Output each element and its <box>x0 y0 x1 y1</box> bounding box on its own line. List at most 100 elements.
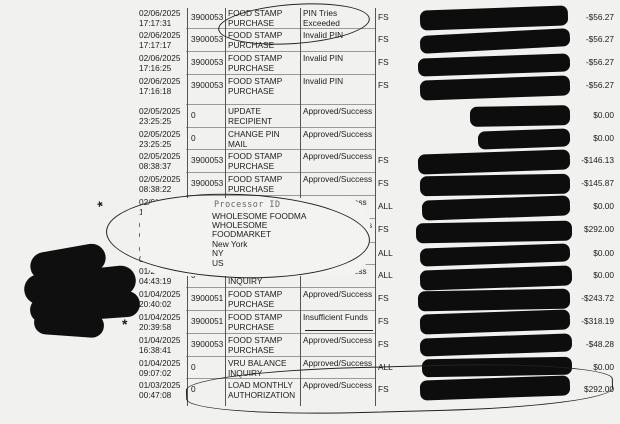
transaction-type: FOOD STAMP PURCHASE <box>228 8 283 28</box>
program-code: FS <box>378 57 389 67</box>
transaction-type: FOOD STAMP PURCHASE <box>228 312 283 332</box>
row-divider <box>186 310 376 311</box>
transaction-amount: -$56.27 <box>585 12 614 22</box>
transaction-date: 02/06/2025 17:16:25 <box>139 53 181 73</box>
table-row: 02/05/2025 23:25:25 0 UPDATE RECIPIENT Appr… <box>0 106 620 126</box>
transaction-type: FOOD STAMP PURCHASE <box>228 289 283 309</box>
transaction-status: Approved/Success <box>303 380 373 390</box>
transaction-amount: $0.00 <box>593 362 614 372</box>
terminal-id: 0 <box>191 384 196 394</box>
terminal-id: 3900053 <box>191 57 224 67</box>
program-code: ALL <box>378 270 393 280</box>
transaction-amount: -$145.87 <box>581 178 614 188</box>
transaction-date: 02/05/2025 08:38:37 <box>139 151 181 171</box>
transaction-status: Approved/Success <box>303 106 373 116</box>
transaction-amount: -$146.13 <box>581 155 614 165</box>
transaction-status: PIN Tries Exceeded <box>303 8 340 28</box>
program-code: FS <box>378 34 389 44</box>
transaction-amount: $292.00 <box>584 384 614 394</box>
merchant-name-line: FOODMARKET <box>212 229 272 239</box>
transaction-amount: $0.00 <box>593 133 614 143</box>
terminal-id: 3900051 <box>191 316 224 326</box>
terminal-id: 3900053 <box>191 178 224 188</box>
column-divider <box>375 8 376 406</box>
redaction-stroke <box>415 220 573 244</box>
terminal-id: 3900053 <box>191 12 224 22</box>
transaction-date: 01/03/2025 00:47:08 <box>139 380 181 400</box>
transaction-amount: $0.00 <box>593 270 614 280</box>
transaction-status: Invalid PIN <box>303 76 344 86</box>
table-row: 01/04/2025 20:40:02 3900051 FOOD STAMP PUR… <box>0 289 620 309</box>
transaction-type: FOOD STAMP PURCHASE <box>228 76 283 96</box>
redaction-stroke <box>419 265 573 291</box>
transaction-amount: -$318.19 <box>581 316 614 326</box>
program-code: FS <box>378 155 389 165</box>
transaction-type: UPDATE RECIPIENT <box>228 106 273 126</box>
transaction-type: INQUIRY <box>228 275 263 286</box>
transaction-status: Approved/Success <box>303 335 373 345</box>
redaction-stroke <box>419 173 571 197</box>
program-code: ALL <box>378 362 393 372</box>
transaction-amount: $292.00 <box>584 224 614 234</box>
transaction-type: FOOD STAMP PURCHASE <box>228 151 283 171</box>
transaction-type: FOOD STAMP PURCHASE <box>228 174 283 194</box>
transaction-status: Approved/Success <box>303 129 373 139</box>
transaction-amount: -$56.27 <box>585 80 614 90</box>
merchant-name-line: WHOLESOME <box>212 220 268 230</box>
terminal-id: 3900051 <box>191 293 224 303</box>
merchant-name-line: WHOLESOME FOODMA <box>212 211 307 221</box>
transaction-type: VRU BALANCE INQUIRY <box>228 358 287 378</box>
program-code: FS <box>378 178 389 188</box>
transaction-status: Invalid PIN <box>303 30 344 40</box>
processor-id-heading: Processor ID <box>214 199 281 209</box>
transaction-date: 01/04/2025 20:40:02 <box>139 289 181 309</box>
row-divider <box>186 74 376 75</box>
program-code: ALL <box>378 248 393 258</box>
transaction-amount: -$56.27 <box>585 57 614 67</box>
transaction-date: 02/05/2025 23:25:25 <box>139 129 181 149</box>
program-code: ALL <box>378 201 393 211</box>
transaction-date: 02/05/2025 08:38:22 <box>139 174 181 194</box>
row-divider <box>186 104 376 105</box>
transaction-date: 02/05/2025 23:25:25 <box>139 106 181 126</box>
row-divider <box>186 149 376 150</box>
row-divider <box>186 356 376 357</box>
transaction-type: FOOD STAMP PURCHASE <box>228 53 283 73</box>
redaction-stroke <box>417 53 571 77</box>
transaction-type: CHANGE PIN MAIL <box>228 129 280 149</box>
program-code: FS <box>378 293 389 303</box>
row-divider <box>186 127 376 128</box>
processor-id-note: Processor ID WHOLESOME FOODMA WHOLESOME … <box>140 198 370 276</box>
table-row: 01/03/2025 00:47:08 0 LOAD MONTHLY AUTHORI… <box>0 380 620 400</box>
row-divider <box>186 28 376 29</box>
transaction-date: 02/06/2025 17:16:18 <box>139 76 181 96</box>
merchant-city: New York <box>212 239 248 249</box>
transaction-type: FOOD STAMP PURCHASE <box>228 30 283 50</box>
redaction-stroke <box>419 75 571 101</box>
transaction-type: LOAD MONTHLY AUTHORIZATION <box>228 380 296 400</box>
terminal-id: 0 <box>191 110 196 120</box>
row-divider <box>186 378 376 379</box>
underline-insufficient-funds <box>305 330 373 331</box>
terminal-id: 3900053 <box>191 339 224 349</box>
row-divider <box>186 195 376 196</box>
redaction-stroke <box>469 105 571 127</box>
program-code: FS <box>378 339 389 349</box>
star-mark: * <box>122 316 128 332</box>
redaction-blob <box>33 309 105 339</box>
row-divider <box>186 51 376 52</box>
transaction-status: Approved/Success <box>303 151 373 161</box>
program-code: FS <box>378 316 389 326</box>
transaction-amount: -$243.72 <box>581 293 614 303</box>
program-code: FS <box>378 224 389 234</box>
table-row: 02/05/2025 23:25:25 0 CHANGE PIN MAIL Appro… <box>0 129 620 149</box>
transaction-status: Approved/Success <box>303 174 373 184</box>
transaction-amount: -$56.27 <box>585 34 614 44</box>
terminal-id: 0 <box>191 133 196 143</box>
